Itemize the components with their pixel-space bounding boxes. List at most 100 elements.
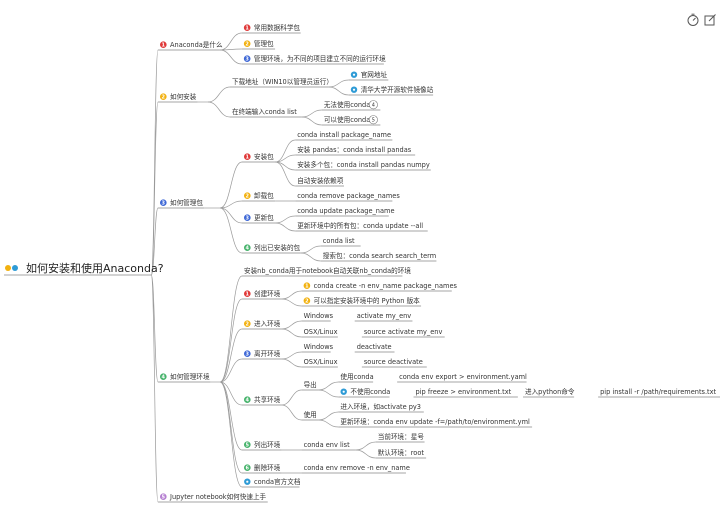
- link-icon-inner: [352, 73, 356, 76]
- node-label: 在终端输入conda list: [232, 107, 297, 116]
- node-conda-update-package-name[interactable]: conda update package_name: [295, 207, 395, 217]
- priority-badge-icon: [243, 40, 251, 47]
- link-icon-inner: [352, 88, 356, 91]
- node-conda[interactable]: 使用conda conda env export > environment.ya…: [338, 372, 527, 383]
- priority-badge-icon: [160, 93, 167, 100]
- node-conda-install-pandas-numpy[interactable]: 安装多个包：conda install pandas numpy: [295, 160, 431, 171]
- node-label: 不使用conda: [350, 387, 390, 396]
- node-[interactable]: 自动安装依赖项: [295, 176, 344, 187]
- badge-number: 1: [162, 43, 166, 49]
- node-conda-update-all[interactable]: 更新环境中的所有包：conda update --all: [295, 221, 428, 232]
- node-label: Jupyter notebook如何快速上手: [169, 492, 267, 501]
- node-nb-conda-notebook-nb-conda[interactable]: 安装nb_conda用于notebook自动关联nb_conda的环境: [242, 266, 411, 277]
- node-label: 更新包: [254, 213, 274, 222]
- node-[interactable]: 清华大学开源软件镜像站: [348, 85, 434, 96]
- node-detail: pip freeze > environment.txt: [416, 388, 512, 396]
- node-conda-env-list[interactable]: conda env list: [301, 441, 356, 451]
- node-label: 安装nb_conda用于notebook自动关联nb_conda的环境: [244, 266, 411, 275]
- node-activate-py3[interactable]: 进入环境，如activate py3: [338, 402, 424, 413]
- priority-badge-icon: [244, 153, 251, 160]
- node-label: 使用conda: [340, 372, 373, 381]
- node-conda[interactable]: 不使用conda pip freeze > environment.txt: [338, 387, 518, 398]
- edit-icon[interactable]: [703, 12, 717, 26]
- callout-number: 4: [372, 103, 375, 109]
- node-[interactable]: 导出: [301, 380, 319, 391]
- callout-number: 5: [372, 118, 375, 124]
- node-label: 共享环境: [254, 395, 281, 404]
- priority-badge-icon: [244, 350, 251, 358]
- node-label: conda update package_name: [297, 207, 394, 215]
- priority-badge-icon: [244, 290, 251, 298]
- priority-badge-icon: [244, 320, 251, 328]
- node-conda-list[interactable]: 在终端输入conda list: [230, 107, 302, 118]
- node-label: 使用: [304, 410, 317, 419]
- node-[interactable]: 使用: [301, 410, 319, 421]
- node-label: conda remove package_names: [297, 192, 400, 200]
- node-[interactable]: 当前环境：星号: [375, 432, 425, 443]
- node-root[interactable]: 默认环境：root: [375, 448, 427, 459]
- node-conda-list[interactable]: conda list: [320, 237, 361, 247]
- node-win10[interactable]: 下载地址（WIN10以管理员运行）: [230, 77, 333, 88]
- node-label: conda create -n env_name package_names: [314, 282, 458, 290]
- connector-lines: [150, 32, 376, 503]
- priority-badge-icon: [244, 192, 251, 199]
- node-conda-search-search-term[interactable]: 搜索包：conda search search_term: [320, 251, 437, 262]
- node-conda[interactable]: conda官方文档: [242, 477, 301, 488]
- priority-badge-icon: [244, 244, 251, 251]
- node-detail: conda env export > environment.yaml: [399, 373, 527, 381]
- node-[interactable]: 官网地址: [348, 70, 389, 81]
- root-topic[interactable]: 如何安装和使用Anaconda?: [4, 261, 164, 276]
- node-label: 清华大学开源软件镜像站: [361, 85, 434, 94]
- node-label: 如何管理环境: [170, 372, 210, 381]
- node-label: conda env list: [304, 441, 350, 449]
- timer-icon[interactable]: [686, 12, 700, 26]
- node-label: 离开环境: [254, 349, 281, 358]
- node-conda-create-n-env-name-package-names[interactable]: 1 conda create -n env_name package_names: [301, 282, 458, 292]
- node-label: 安装 pandas：conda install pandas: [297, 145, 412, 154]
- priority-badge-icon: [244, 441, 251, 449]
- node-detail: source activate my_env: [364, 328, 443, 336]
- node-conda-install-package-name[interactable]: conda install package_name: [295, 131, 393, 141]
- node-label: 如何管理包: [170, 198, 203, 207]
- badge-number: 1: [305, 284, 309, 290]
- node-conda-remove-package-names[interactable]: conda remove package_names: [295, 192, 400, 202]
- priority-badge-icon: [160, 199, 167, 206]
- node-label: 删除环境: [254, 463, 281, 472]
- node-conda-env-remove-n-env-name[interactable]: conda env remove -n env_name: [301, 464, 410, 474]
- node-detail: deactivate: [357, 343, 392, 351]
- node-detail: activate my_env: [357, 312, 412, 320]
- node-conda-env-update-f-path-to-environment-yml[interactable]: 更新环境：conda env update -f=/path/to/enviro…: [338, 417, 533, 428]
- node-pandas-conda-install-pandas[interactable]: 安装 pandas：conda install pandas: [295, 145, 416, 156]
- node-label: 进入环境: [254, 319, 281, 328]
- badge-number: 2: [246, 194, 250, 200]
- node-label: 官网地址: [361, 70, 388, 79]
- node-label: 列出已安装的包: [254, 243, 301, 252]
